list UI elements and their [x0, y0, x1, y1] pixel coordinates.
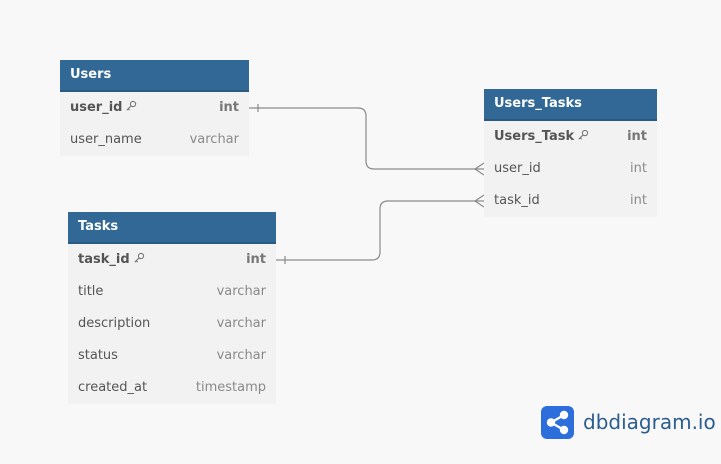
field-name: title [78, 284, 104, 299]
field-type: varchar [216, 284, 266, 299]
table-users-tasks-header[interactable]: Users_Tasks [484, 89, 657, 121]
field-type: varchar [216, 348, 266, 363]
field-tasks-created-at[interactable]: created_at timestamp [68, 372, 276, 404]
field-tasks-status[interactable]: status varchar [68, 340, 276, 372]
field-type: int [219, 100, 239, 115]
field-users-user-id[interactable]: user_id int [60, 92, 249, 124]
field-name: created_at [78, 380, 148, 395]
field-users-tasks-task-id[interactable]: task_id int [484, 185, 657, 217]
field-users-tasks-user-id[interactable]: user_id int [484, 153, 657, 185]
dbdiagram-logo[interactable]: dbdiagram.io [541, 405, 716, 439]
field-name: status [78, 348, 118, 363]
key-icon [578, 129, 589, 140]
field-name: user_id [70, 92, 137, 124]
table-tasks-header[interactable]: Tasks [68, 212, 276, 244]
field-name: description [78, 316, 151, 331]
field-name: user_id [494, 161, 541, 176]
field-users-user-name[interactable]: user_name varchar [60, 124, 249, 156]
share-nodes-icon [541, 405, 574, 439]
field-type: int [627, 129, 647, 144]
field-type: varchar [189, 132, 239, 147]
field-users-tasks-users-task[interactable]: Users_Task int [484, 121, 657, 153]
field-name: user_name [70, 132, 142, 147]
field-type: int [630, 161, 647, 176]
field-tasks-description[interactable]: description varchar [68, 308, 276, 340]
field-type: int [246, 252, 266, 267]
brand-name: dbdiagram.io [583, 410, 716, 434]
table-users-tasks[interactable]: Users_Tasks Users_Task int user_id int t… [484, 89, 657, 217]
field-tasks-task-id[interactable]: task_id int [68, 244, 276, 276]
field-name: Users_Task [494, 121, 589, 153]
field-name: task_id [78, 244, 145, 276]
field-name: task_id [494, 193, 540, 208]
table-users-header[interactable]: Users [60, 60, 249, 92]
table-tasks[interactable]: Tasks task_id int title varchar descript… [68, 212, 276, 404]
field-type: int [630, 193, 647, 208]
connector-users-to-users-tasks[interactable] [249, 104, 485, 176]
key-icon [134, 252, 144, 263]
field-tasks-title[interactable]: title varchar [68, 276, 276, 308]
table-users[interactable]: Users user_id int user_name varchar [60, 60, 249, 156]
field-type: timestamp [195, 380, 266, 395]
field-type: varchar [216, 316, 266, 331]
connector-tasks-to-users-tasks[interactable] [276, 194, 485, 264]
key-icon [126, 100, 137, 111]
